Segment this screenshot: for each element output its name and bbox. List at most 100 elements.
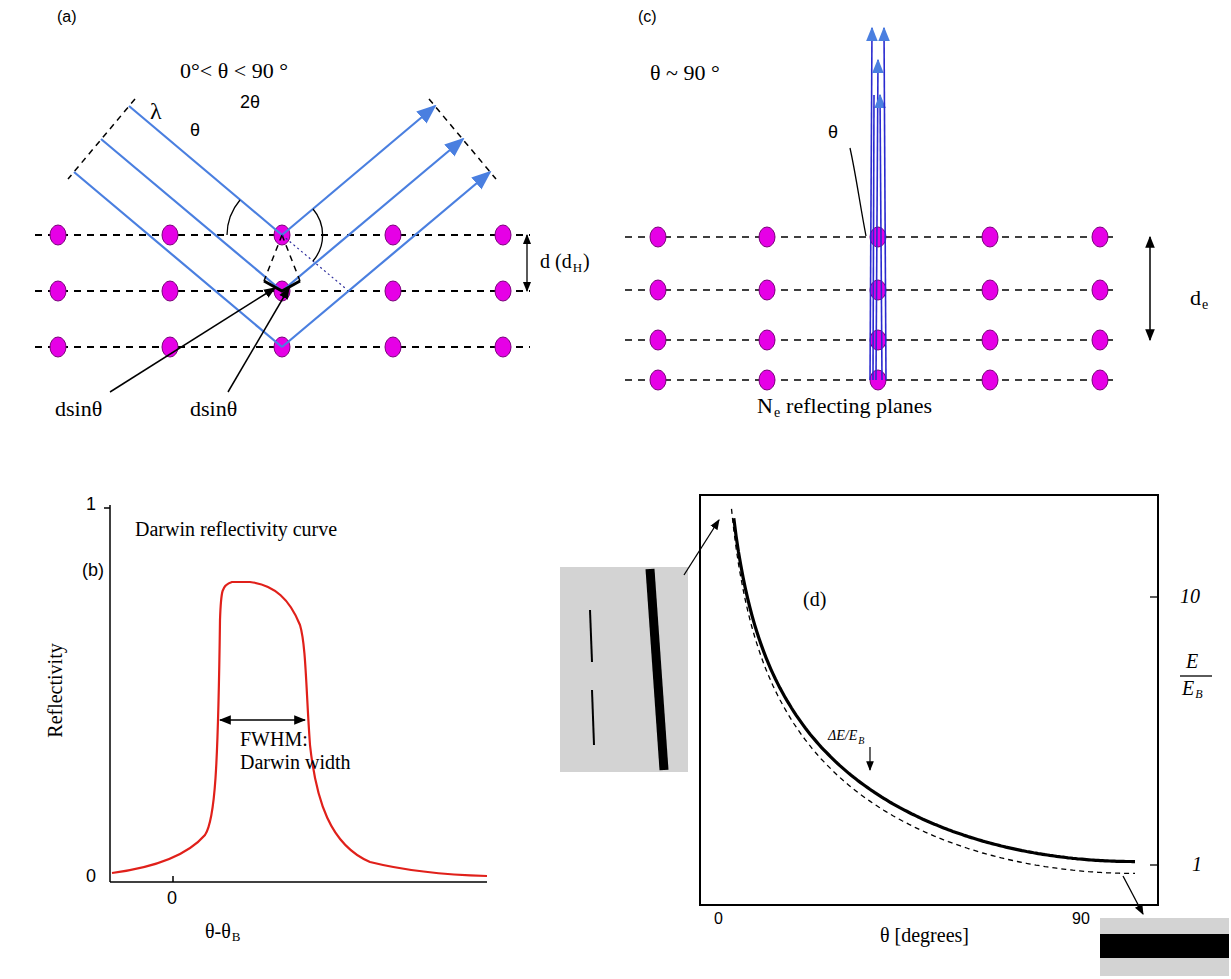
path-difference-label: dsinθ <box>55 396 102 421</box>
subscript: e <box>774 405 780 421</box>
subscript: B <box>858 735 864 747</box>
leader-arrow <box>110 288 275 392</box>
axis-label: θ-θ <box>205 920 231 943</box>
line-image <box>592 690 594 745</box>
leader-arrow <box>228 288 289 392</box>
x-ray-beam <box>74 106 490 347</box>
subscript: B <box>232 930 241 945</box>
beam-extension <box>282 235 345 288</box>
lattice-plane <box>625 237 1118 380</box>
atom <box>385 225 401 245</box>
atom <box>50 225 66 245</box>
width-label: ΔE/E <box>828 728 857 744</box>
plot-frame <box>700 495 1158 905</box>
tick-label: 10 <box>1180 585 1200 608</box>
atom <box>1092 280 1108 300</box>
atom <box>1092 330 1108 350</box>
atom <box>495 337 511 357</box>
axis-label: E <box>1186 650 1198 673</box>
angle-label: θ <box>190 120 200 141</box>
plane-count: N <box>757 393 773 418</box>
atom <box>1092 370 1108 390</box>
atom <box>495 225 511 245</box>
atom <box>50 337 66 357</box>
angle-arc <box>850 148 866 236</box>
atom <box>759 370 775 390</box>
atom <box>50 281 66 301</box>
path-difference <box>264 281 300 291</box>
tick-label: 0 <box>714 910 723 928</box>
angle-arc <box>227 200 240 235</box>
panel-label: (d) <box>803 588 826 611</box>
inset <box>560 567 688 772</box>
tick-label: 1 <box>86 494 96 515</box>
subscript: B <box>1195 688 1202 702</box>
x-ray-beam <box>870 28 886 380</box>
tick-label: 0 <box>167 888 177 909</box>
wavelength-label: λ <box>150 98 162 126</box>
spacing-label: ) <box>583 250 590 273</box>
atom <box>982 280 998 300</box>
axis <box>104 505 487 882</box>
atom <box>982 330 998 350</box>
leader-arrow <box>1123 876 1143 914</box>
panel-label: (a) <box>57 8 77 26</box>
line-image <box>650 569 664 770</box>
angle-label: 2θ <box>240 92 260 113</box>
atom <box>385 337 401 357</box>
atom <box>759 227 775 247</box>
tick-label: 90 <box>1072 910 1090 928</box>
line-image <box>1100 934 1229 958</box>
atom <box>650 227 666 247</box>
atom <box>759 280 775 300</box>
atom <box>385 281 401 301</box>
atom <box>495 281 511 301</box>
tick-label: 1 <box>1192 853 1202 876</box>
energy-curve <box>734 518 1135 861</box>
curve-title: Darwin reflectivity curve <box>135 518 337 541</box>
angle-label: θ <box>828 122 838 143</box>
atom <box>650 227 1108 390</box>
atom <box>870 227 886 247</box>
panel-label: (b) <box>82 560 104 581</box>
subscript: H <box>573 261 582 276</box>
spacing-arrow <box>526 235 527 291</box>
subscript: e <box>1202 297 1208 313</box>
spacing-arrow <box>1149 237 1151 340</box>
spacing-label: d (d <box>540 250 572 273</box>
atom <box>650 370 666 390</box>
lattice-plane <box>35 235 530 347</box>
atom <box>650 330 666 350</box>
angle-arc <box>313 209 323 261</box>
axis-label: Reflectivity <box>43 643 66 737</box>
atom <box>982 370 998 390</box>
atom <box>162 225 178 245</box>
axis-label: E <box>1182 677 1194 700</box>
angle-range: 0°< θ < 90 ° <box>180 58 288 83</box>
reflectivity-curve <box>112 582 487 876</box>
axis-label: θ [degrees] <box>880 924 969 947</box>
path-difference-label: dsinθ <box>190 396 237 421</box>
wavefront <box>68 99 496 281</box>
width-arrow <box>220 719 305 721</box>
angle-range: θ ~ 90 ° <box>650 60 720 85</box>
tick <box>1150 597 1158 865</box>
energy-curve-dashed <box>732 509 1136 874</box>
atom <box>50 225 511 357</box>
inset <box>1100 918 1229 976</box>
atom <box>759 330 775 350</box>
leader-arrow <box>684 520 719 575</box>
atom <box>650 280 666 300</box>
fraction-bar <box>1180 675 1212 676</box>
tick-label: 0 <box>86 866 96 887</box>
spacing-label: d <box>1190 285 1201 310</box>
line-image <box>590 610 592 662</box>
atom <box>982 227 998 247</box>
atom <box>162 281 178 301</box>
atom <box>1092 227 1108 247</box>
leader-arrow <box>869 747 870 770</box>
plane-count: reflecting planes <box>786 393 932 418</box>
atom <box>870 280 886 300</box>
width-label: FWHM: Darwin width <box>240 728 370 774</box>
